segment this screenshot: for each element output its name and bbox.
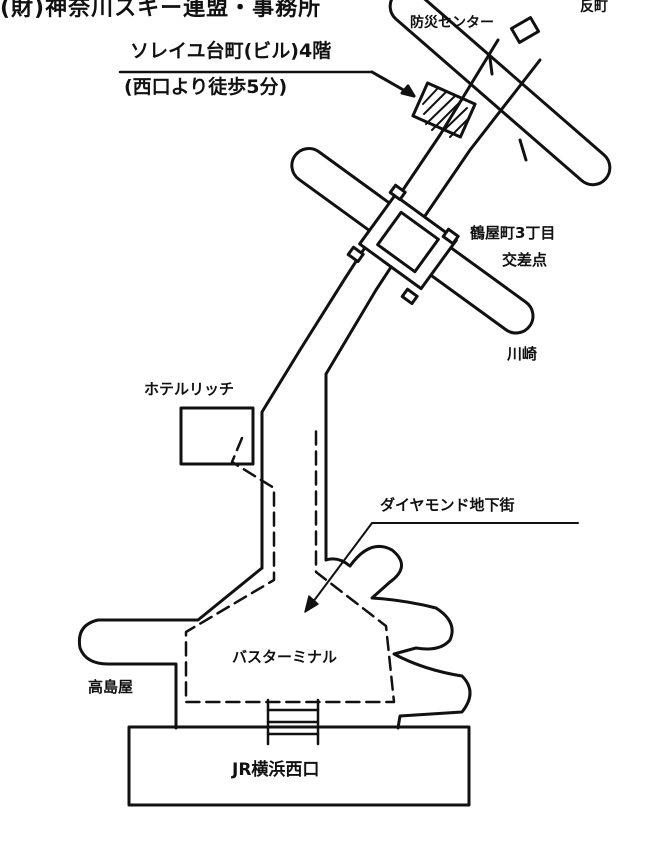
label-kawasaki: 川崎 bbox=[507, 345, 538, 363]
intersection-box bbox=[358, 193, 458, 291]
label-tsuruyacho: 鶴屋町3丁目 bbox=[470, 224, 556, 242]
label-tanmachi: 反町 bbox=[580, 0, 608, 15]
label-bousai-center: 防災センター bbox=[410, 15, 494, 31]
intersection-inner bbox=[376, 210, 440, 274]
main-road-left bbox=[260, 38, 500, 570]
leader-arrowhead bbox=[400, 84, 416, 98]
label-bus-terminal: バスターミナル bbox=[232, 648, 338, 666]
stairs bbox=[266, 698, 320, 746]
label-jr-yokohama-west: JR横浜西口 bbox=[232, 760, 320, 780]
hotel-building bbox=[179, 406, 255, 466]
label-kousaten: 交差点 bbox=[502, 251, 548, 269]
bousai-center-box bbox=[509, 16, 541, 44]
main-road-right bbox=[324, 58, 542, 562]
building-hatching bbox=[422, 88, 470, 138]
diamond-arrowhead bbox=[304, 595, 319, 613]
building-name: ソレイユ台町(ビル)4階 bbox=[130, 40, 332, 62]
label-hotel: ホテルリッチ bbox=[144, 380, 235, 398]
label-diamond-underground: ダイヤモンド地下街 bbox=[380, 496, 515, 514]
upper-road-spur-2 bbox=[488, 56, 494, 76]
underground-passage bbox=[184, 428, 396, 704]
upper-road bbox=[388, 0, 612, 187]
upper-road-spur bbox=[518, 138, 528, 162]
building-access: (西口より徒歩5分) bbox=[124, 76, 288, 98]
diamond-pointer-line bbox=[309, 522, 579, 607]
label-takashimaya: 高島屋 bbox=[88, 678, 134, 696]
map-title: (財)神奈川スキー連盟・事務所 bbox=[0, 0, 322, 21]
jr-station-building bbox=[127, 725, 471, 807]
station-forecourt bbox=[77, 545, 472, 730]
